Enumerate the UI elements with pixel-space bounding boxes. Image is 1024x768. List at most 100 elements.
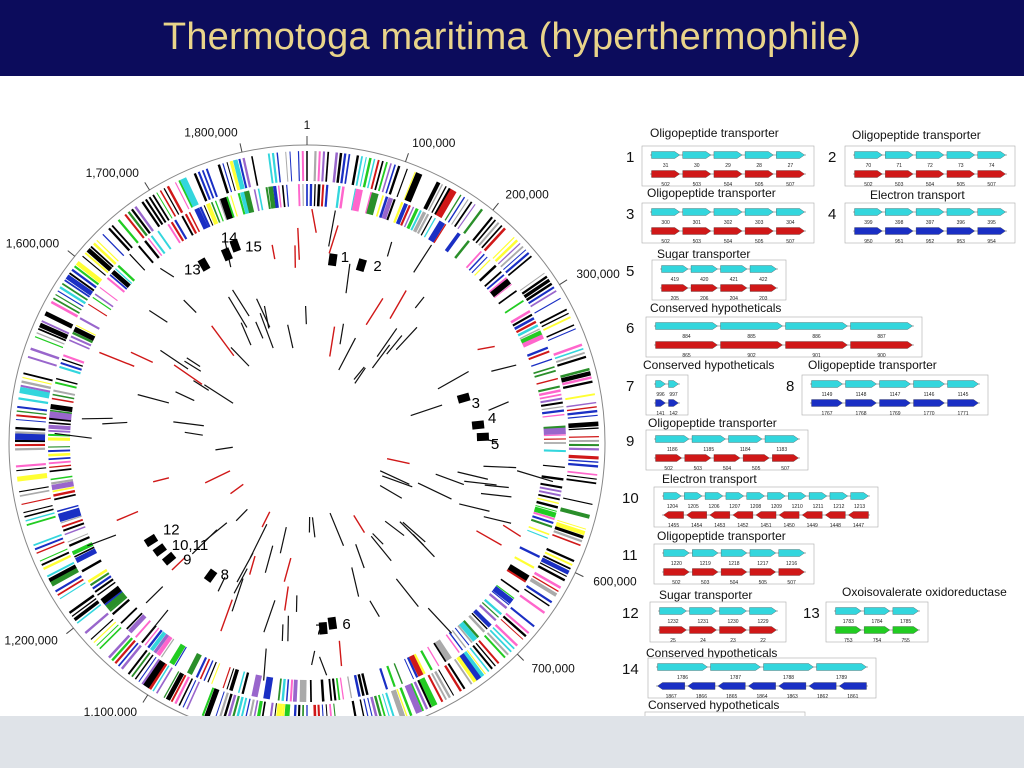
gene-tick [568, 436, 599, 438]
gene-tick [73, 600, 100, 622]
gene-tick [187, 652, 202, 675]
gene-tick [461, 651, 485, 679]
gene-arrow [744, 208, 774, 216]
gene-arrow [713, 151, 743, 159]
gene-tick [276, 703, 283, 718]
gene-tick [399, 687, 413, 717]
gene-tick [361, 673, 369, 696]
gene-id-label: 507 [786, 239, 795, 245]
gene-tick [475, 642, 496, 667]
gene-tick [120, 607, 138, 624]
black-hit-line [376, 328, 398, 357]
black-hit-line [370, 535, 392, 562]
gene-arrow [690, 265, 718, 273]
gene-tick [423, 217, 436, 238]
gene-tick [344, 153, 351, 184]
gene-arrow [755, 511, 777, 519]
gene-tick [48, 452, 71, 457]
scale-tick [559, 279, 568, 286]
gene-tick [57, 507, 80, 517]
panel-frame [644, 711, 806, 718]
gene-arrow [720, 341, 783, 349]
gene-tick [285, 679, 290, 702]
gene-id-label: 1147 [890, 392, 901, 398]
gene-tick [188, 211, 201, 233]
gene-tick [406, 656, 419, 678]
gene-tick [33, 533, 62, 547]
gene-tick [532, 575, 559, 593]
gene-tick [562, 376, 592, 386]
gene-tick [313, 151, 317, 182]
gene-tick [240, 191, 251, 215]
black-hit-line [483, 516, 512, 524]
gene-tick [39, 548, 68, 562]
gene-tick [404, 683, 423, 714]
gene-tick [71, 598, 97, 617]
cluster-label: 2 [373, 258, 381, 275]
gene-tick [543, 434, 566, 437]
gene-tick [329, 703, 333, 718]
gene-tick [94, 578, 114, 593]
gene-tick [219, 196, 234, 220]
gene-tick [265, 187, 271, 210]
gene-id-label: 29 [725, 163, 731, 169]
gene-tick [433, 642, 447, 663]
black-hit-line [410, 404, 443, 417]
gene-tick [492, 236, 515, 259]
gene-tick [530, 518, 553, 528]
scale-tick [144, 182, 150, 191]
black-hit-line [240, 322, 252, 346]
gene-id-label: 422 [759, 277, 768, 283]
gene-arrow [732, 511, 754, 519]
gene-tick [144, 627, 160, 646]
black-hit-line [204, 384, 234, 404]
gene-id-label: 502 [661, 239, 670, 245]
gene-arrow [946, 170, 975, 178]
gene-tick [541, 475, 564, 481]
gene-tick [94, 293, 114, 308]
gene-tick [519, 594, 546, 614]
gene-tick [43, 554, 72, 570]
gene-tick [543, 427, 566, 435]
gene-tick [178, 180, 194, 208]
gene-tick [364, 191, 373, 214]
black-hit-line [338, 337, 356, 371]
gene-ring [14, 151, 599, 718]
gene-id-label: 1208 [750, 504, 761, 510]
gene-tick [174, 182, 190, 210]
gene-tick [568, 454, 599, 460]
gene-arrow [850, 322, 913, 330]
gene-id-label: 1213 [854, 504, 865, 510]
gene-arrow [785, 322, 848, 330]
gene-arrow [655, 435, 690, 443]
gene-id-label: 1218 [728, 561, 739, 567]
black-hit-line [484, 484, 509, 489]
gene-tick [84, 612, 109, 634]
gene-arrow [663, 568, 690, 576]
panel-title: Electron transport [870, 188, 965, 202]
gene-tick [317, 704, 321, 718]
black-hit-line [215, 446, 233, 451]
gene-arrow [692, 549, 719, 557]
gene-tick [240, 697, 248, 718]
gene-tick [16, 410, 47, 415]
red-hit-line [329, 326, 336, 357]
gene-tick [566, 401, 597, 408]
gene-arrow [663, 549, 690, 557]
black-hit-line [355, 544, 365, 569]
gene-tick [170, 221, 185, 242]
gene-tick [68, 536, 90, 547]
gene-tick [49, 411, 72, 421]
gene-tick [507, 255, 532, 277]
black-hit-line [395, 578, 419, 608]
gene-tick [72, 331, 94, 344]
gene-id-label: 1229 [757, 619, 768, 625]
gene-tick [285, 151, 289, 182]
gene-tick [226, 162, 236, 192]
gene-tick [488, 593, 508, 610]
gene-tick [114, 268, 133, 284]
cluster-label: 9 [183, 552, 191, 569]
cluster-label: 15 [245, 239, 262, 256]
